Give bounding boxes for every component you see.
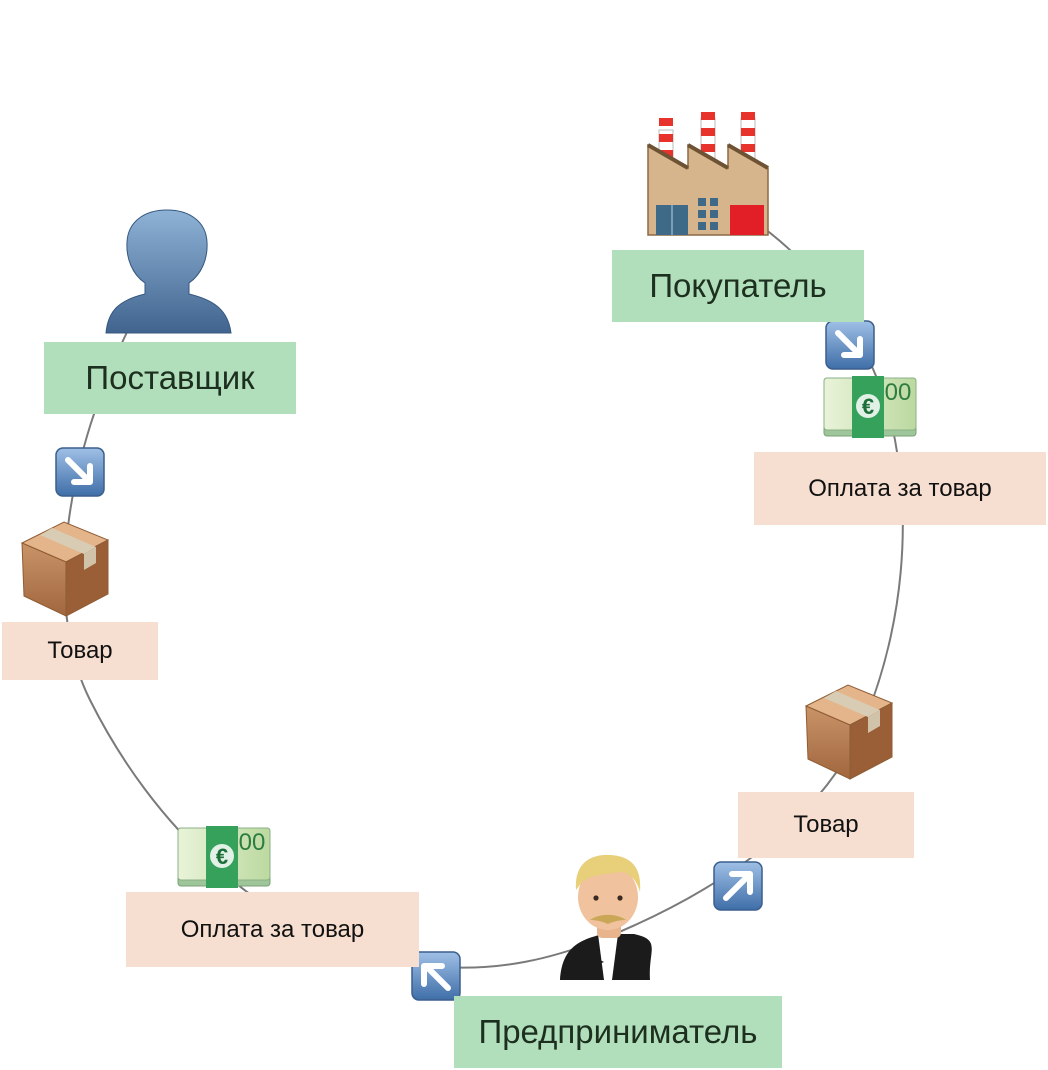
package-icon — [20, 521, 110, 617]
arrow-down-right-icon — [825, 320, 875, 370]
svg-text:€: € — [862, 394, 874, 419]
arrow-up-left-icon — [411, 951, 461, 1001]
package-icon — [804, 684, 894, 780]
supplier-label: Поставщик — [44, 342, 296, 414]
arrow-down-right-icon — [55, 447, 105, 497]
euro-banknotes-icon: € 00 — [177, 826, 271, 888]
entrepreneur-label: Предприниматель — [454, 996, 782, 1068]
goods-to-buyer-label: Товар — [738, 792, 914, 858]
svg-text:00: 00 — [885, 379, 912, 406]
person-silhouette-icon — [105, 209, 232, 334]
payment-to-supplier-label: Оплата за товар — [126, 892, 419, 967]
supplier-goods-label: Товар — [2, 622, 158, 680]
buyer-payment-label: Оплата за товар — [754, 452, 1046, 525]
arrow-up-right-icon — [713, 861, 763, 911]
connector-supplier-to-entrepreneur — [63, 329, 601, 969]
svg-text:€: € — [216, 844, 228, 869]
buyer-label: Покупатель — [612, 250, 864, 322]
factory-icon — [647, 112, 769, 236]
businessman-icon — [560, 854, 652, 980]
svg-text:00: 00 — [239, 829, 266, 856]
euro-banknotes-icon: € 00 — [823, 376, 917, 438]
